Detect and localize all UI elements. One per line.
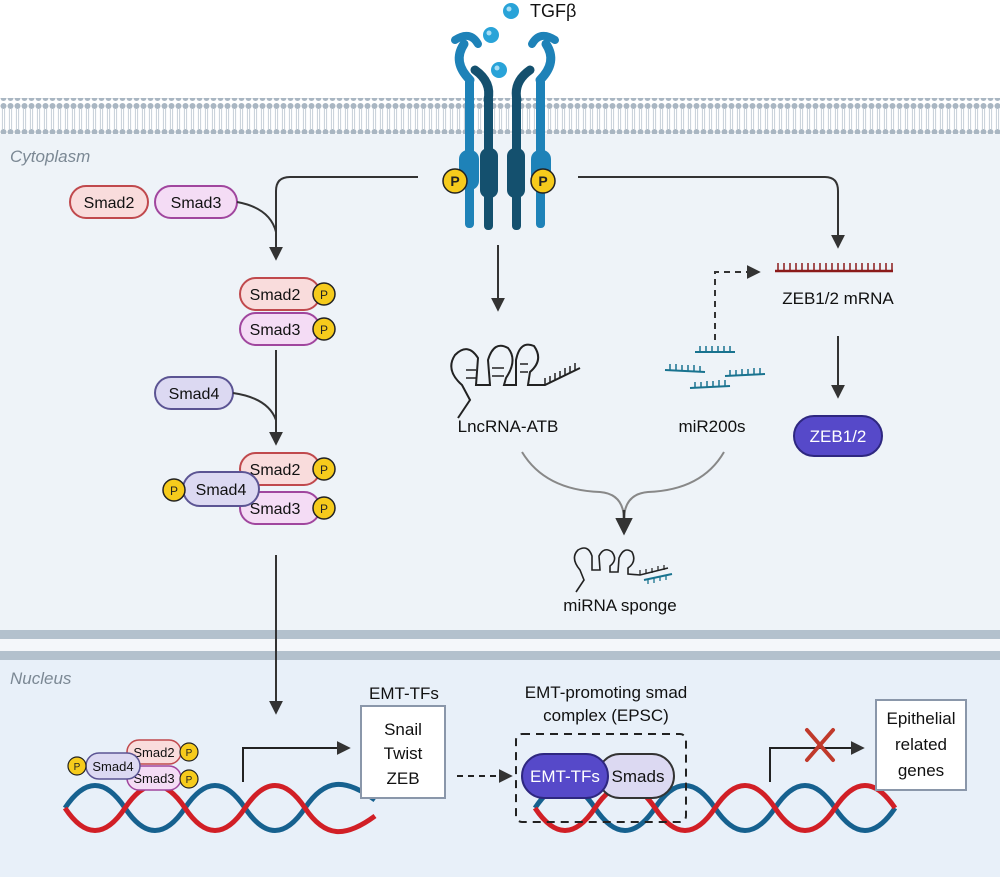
inhibition-cross-icon [805,728,835,762]
svg-text:Smad4: Smad4 [196,482,247,499]
svg-text:P: P [186,748,193,759]
epsc-title-line1: EMT-promoting smad [525,683,688,702]
svg-text:P: P [320,288,328,302]
cytoplasm-label: Cytoplasm [10,147,90,166]
cytoplasm-region [0,134,1000,634]
dna-helix-left [62,782,377,834]
svg-text:Smad3: Smad3 [250,501,301,518]
smad3-merge-curve [236,201,277,233]
svg-text:Smad2: Smad2 [250,287,301,304]
emt-tfs-box [360,705,446,799]
nuclear-envelope-inner [0,651,1000,660]
emt-tf-snail: Snail [384,720,422,739]
smad2-free: Smad2 [69,185,149,219]
arrow-transcription-emt [242,741,351,782]
smad-complex: Smad2 P Smad3 P Smad4 P [162,452,336,525]
dna-helix-right [532,783,898,833]
svg-text:P: P [320,323,328,337]
epsc-title-line2: complex (EPSC) [543,706,669,725]
svg-text:Smad3: Smad3 [250,322,301,339]
nuclear-envelope-outer [0,630,1000,639]
smad4-free: Smad4 [154,376,234,410]
svg-text:ZEB1/2: ZEB1/2 [810,427,867,446]
epithelial-line1: Epithelial [887,709,956,728]
svg-text:P: P [74,762,81,773]
merge-curve-mirna [623,451,725,521]
svg-text:Smad2: Smad2 [84,195,135,212]
receptor-phospho-left: P [442,168,468,194]
lncrna-atb-structure [450,343,581,419]
nucleus-label: Nucleus [10,669,72,688]
svg-text:P: P [320,502,328,516]
svg-text:P: P [450,173,459,189]
tgfb-label: TGFβ [530,1,576,21]
arrow-transcription-epithelial [769,741,865,782]
mir200s-structure [664,346,766,389]
mirna-label: miR200s [678,417,745,436]
zeb-protein: ZEB1/2 [793,415,883,457]
mirna-sponge-structure [573,547,673,593]
svg-text:EMT-TFs: EMT-TFs [530,767,600,786]
plasma-membrane [0,98,1000,134]
epsc-smads: Smads [597,753,675,799]
tgfb-ligand [483,3,519,78]
svg-text:P: P [170,484,178,498]
zeb-mrna-strand [775,263,893,273]
svg-text:Smad4: Smad4 [169,386,220,403]
svg-text:P: P [320,463,328,477]
smad4-merge-curve [232,392,277,421]
epithelial-line3: genes [898,761,944,780]
svg-text:Smad3: Smad3 [171,195,222,212]
receptor-phospho-right: P [530,168,556,194]
psmad3: Smad3 P [239,312,336,346]
epithelial-line2: related [895,735,947,754]
svg-text:Smad4: Smad4 [92,759,133,774]
psmad2: Smad2 P [239,277,336,311]
epithelial-genes-box [875,699,967,791]
epsc-emt-tfs: EMT-TFs [521,753,609,799]
emt-tf-zeb: ZEB [386,769,419,788]
lncrna-label: LncRNA-ATB [458,417,559,436]
svg-text:Smad2: Smad2 [250,462,301,479]
svg-text:Smad2: Smad2 [133,745,174,760]
arrow-receptor-to-smad [269,176,418,261]
sponge-label: miRNA sponge [563,596,676,615]
dashed-arrow-mirna-to-zeb-mrna [714,265,761,340]
svg-text:P: P [538,173,547,189]
arrow-receptor-to-zeb-mrna [578,176,845,249]
svg-text:Smads: Smads [612,767,665,786]
svg-text:P: P [186,775,193,786]
merge-curve-lncrna [521,451,625,521]
zeb-mrna-label: ZEB1/2 mRNA [782,289,894,308]
svg-text:Smad3: Smad3 [133,771,174,786]
emt-tf-twist: Twist [384,744,423,763]
smad-complex-on-dna: Smad2 P Smad3 P Smad4 P [67,739,199,791]
emt-tfs-title: EMT-TFs [369,684,439,703]
smad3-free: Smad3 [154,185,238,219]
